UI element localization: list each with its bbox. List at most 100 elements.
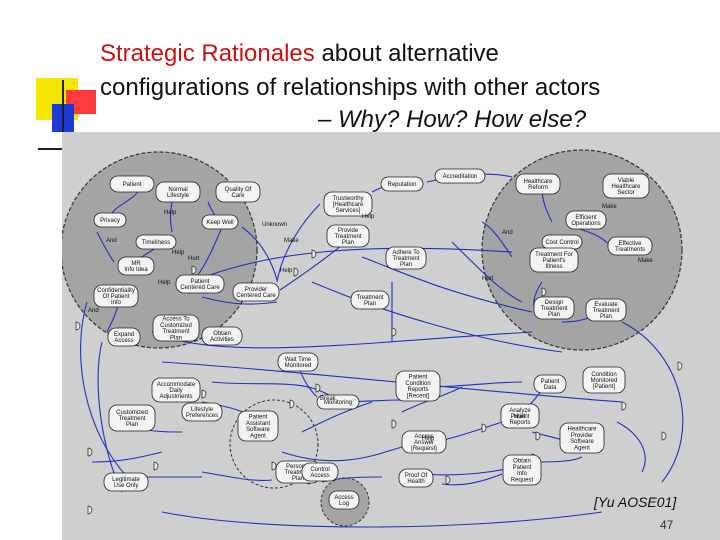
node-label: Reputation	[387, 182, 416, 188]
node-shape	[529, 247, 579, 273]
node-shape	[232, 282, 280, 302]
node-label: Treatment	[392, 256, 419, 262]
node-label: Patient	[513, 465, 532, 471]
node-shape	[215, 181, 261, 203]
node-label: Treatment	[118, 416, 145, 422]
node-label: MR	[131, 261, 141, 267]
node-accreditation: Accreditation	[434, 168, 486, 184]
node-label: [Request]	[411, 446, 437, 452]
node-label: Cost Control	[545, 240, 578, 246]
node-shape	[500, 403, 540, 429]
node-label: Efficient	[575, 215, 597, 221]
node-label: Confidentiality	[97, 288, 135, 294]
node-shape	[135, 234, 177, 250]
node-shape	[582, 366, 626, 394]
node-label: Customized	[116, 410, 148, 416]
node-label: Access	[114, 338, 133, 344]
node-label: Reports	[509, 420, 530, 426]
node-shape	[401, 430, 447, 454]
node-shape	[175, 274, 225, 294]
node-label: Trustworthy	[332, 196, 363, 202]
node-label: Obtain	[513, 459, 531, 465]
node-shape	[328, 490, 360, 510]
node-patient: Patient	[109, 175, 155, 193]
node-shape	[301, 462, 339, 482]
link-label-help2: Help	[172, 250, 185, 256]
title-highlight: Strategic Rationales	[100, 40, 315, 67]
node-label: Evaluate	[594, 302, 618, 308]
node-label: Services]	[336, 208, 361, 214]
node-label: Plan	[400, 262, 412, 268]
node-shape	[607, 236, 653, 256]
node-shape	[380, 176, 424, 192]
node-monitoring: Monitoring	[316, 394, 360, 410]
node-label: Proof Of	[405, 473, 428, 479]
node-label: Normal	[168, 187, 187, 193]
node-label: Healthcare	[567, 427, 597, 433]
node-label: Keep Well	[206, 220, 233, 226]
link-label-help1: Help	[164, 210, 177, 216]
node-shape	[107, 327, 141, 347]
node-label: Plan	[170, 335, 182, 341]
node-label: Personal	[286, 464, 310, 470]
node-shape	[565, 210, 607, 230]
node-label: Condition	[591, 372, 616, 378]
node-shape	[103, 472, 149, 492]
node-label: Health	[407, 479, 424, 485]
decorative-vertical-line	[62, 80, 64, 170]
node-label: Obtain	[213, 331, 231, 337]
node-privacy: Privacy	[93, 212, 127, 228]
node-label: Agent	[250, 433, 266, 439]
link-label-help6: Help	[422, 436, 435, 442]
node-shape	[602, 173, 650, 199]
node-label: Illness	[545, 264, 562, 270]
node-shape	[559, 422, 605, 454]
node-label: Treatment	[162, 329, 189, 335]
node-label: Answer	[414, 440, 434, 446]
node-label: Sector	[617, 190, 634, 196]
node-shape	[237, 410, 279, 442]
link-label-hurt1: Hurt	[188, 256, 200, 262]
node-label: Condition	[405, 381, 430, 387]
node-shape	[201, 326, 243, 346]
node-shape	[93, 212, 127, 228]
node-label: Wait Time	[285, 357, 312, 363]
node-label: Info	[111, 300, 122, 306]
node-shape	[181, 402, 223, 422]
node-shape	[109, 175, 155, 193]
node-shape	[152, 314, 200, 342]
node-label: Software	[570, 439, 594, 445]
node-label: Legitimate	[112, 477, 140, 483]
node-shape	[434, 168, 486, 184]
page-number: 47	[660, 518, 674, 532]
node-shape	[151, 377, 201, 403]
node-shape	[155, 181, 201, 203]
node-label: Activities	[210, 337, 234, 343]
node-label: Lifestyle	[167, 193, 190, 199]
node-shape	[117, 256, 155, 276]
node-label: Monitoring	[324, 400, 352, 406]
node-label: Plan	[126, 422, 138, 428]
node-label: Accommodate	[157, 382, 196, 388]
node-label: Treatment	[284, 470, 311, 476]
node-label: Use Only	[114, 483, 139, 489]
